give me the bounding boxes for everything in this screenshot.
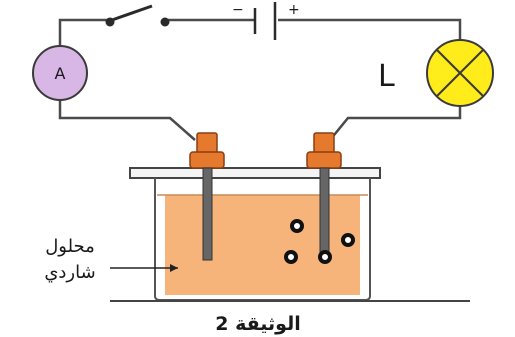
ammeter-body	[32, 45, 88, 101]
solution-label-line2: شاردي	[44, 262, 95, 283]
right-electrode	[306, 132, 342, 261]
ion-particles	[284, 219, 355, 264]
ion-particle	[318, 250, 332, 264]
solution-label-line1: محلول	[45, 236, 95, 257]
battery-positive-label: +	[288, 2, 300, 18]
beaker	[110, 167, 470, 302]
left-electrode	[189, 132, 225, 261]
lamp: L	[378, 39, 494, 107]
lamp-cross-2	[436, 49, 484, 97]
top-wire-left	[58, 18, 108, 50]
solution-label-group: محلول شاردي	[44, 236, 178, 283]
ion-particle	[341, 233, 355, 247]
battery: − +	[232, 2, 300, 40]
left-wire	[58, 98, 196, 141]
switch	[105, 4, 170, 27]
left-electrode-connector	[189, 151, 225, 169]
right-electrode-connector	[306, 151, 342, 169]
ammeter: A	[32, 45, 88, 101]
arrowhead-icon	[170, 264, 178, 272]
right-wire	[329, 98, 462, 141]
lamp-symbol-label: L	[378, 59, 395, 94]
ion-particle	[284, 250, 298, 264]
battery-negative-label: −	[232, 2, 244, 18]
switch-lever	[111, 4, 153, 22]
ionic-solution	[165, 195, 360, 295]
top-wire-right	[278, 18, 462, 50]
beaker-lid	[129, 167, 381, 179]
left-electrode-rod	[202, 167, 213, 261]
circuit-wires	[58, 18, 462, 141]
ion-particle	[290, 219, 304, 233]
right-electrode-rod	[319, 167, 330, 261]
ammeter-label: A	[55, 64, 66, 83]
switch-contact-right	[160, 17, 170, 27]
figure-caption: الوثيقة 2	[215, 313, 301, 335]
